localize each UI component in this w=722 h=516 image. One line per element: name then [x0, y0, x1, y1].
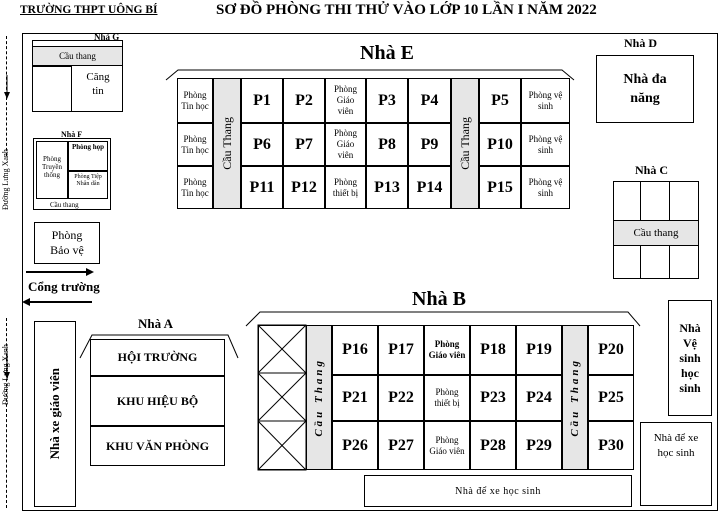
canteen-label: Căng tin [86, 71, 110, 97]
building-e-stairs-left: Cầu Thang [213, 78, 241, 209]
exam-room: P25 [588, 375, 634, 421]
exam-room: P15 [479, 166, 521, 209]
multipurpose-hall: Nhà đa năng [596, 55, 694, 123]
exam-room: P29 [516, 421, 562, 470]
exam-room: P28 [470, 421, 516, 470]
building-c-label: Nhà C [635, 163, 669, 177]
facility-room: Phòng Tin học [177, 166, 213, 209]
building-e-label: Nhà E [360, 42, 414, 64]
exam-room: P26 [332, 421, 378, 470]
exam-room: P9 [408, 123, 451, 166]
exam-room: P13 [366, 166, 408, 209]
exam-room: P1 [241, 78, 283, 123]
stairs-label: Cầu Thang [219, 117, 234, 170]
room-comm [36, 141, 68, 199]
teacher-parking: Nhà xe giáo viên [34, 321, 76, 507]
facility-room: Phòng Giáo viên [325, 123, 366, 166]
facility-room: Phòng thiết bị [325, 166, 366, 209]
building-d-label: Nhà D [624, 36, 658, 50]
building-f-stairs: Cầu thang [50, 201, 79, 209]
student-parking-right: Nhà để xe học sinh [640, 422, 712, 506]
exam-room: P4 [408, 78, 451, 123]
student-parking-bottom: Nhà để xe học sinh [364, 475, 632, 507]
school-name: TRƯỜNG THPT UÔNG BÍ [20, 4, 158, 16]
facility-room: Phòng vệ sinh [521, 123, 570, 166]
facility-room: Phòng Tin học [177, 123, 213, 166]
exam-room: P12 [283, 166, 325, 209]
facility-room: Phòng vệ sinh [521, 78, 570, 123]
building-b-stairs-right: Cầu Thang [562, 325, 588, 470]
admin-office: KHU VĂN PHÒNG [90, 426, 225, 466]
exam-room: P2 [283, 78, 325, 123]
building-g-cell [32, 66, 72, 112]
page-title: SƠ ĐỒ PHÒNG THI THỬ VÀO LỚP 10 LẦN I NĂM… [216, 2, 597, 18]
room-meeting-label: Phòng họp [71, 143, 105, 151]
facility-room: Phòng Giáo viên [325, 78, 366, 123]
exam-room: P24 [516, 375, 562, 421]
storage-crossed [257, 324, 307, 471]
exam-room: P22 [378, 375, 424, 421]
exam-room: P17 [378, 325, 424, 375]
room-small [68, 171, 108, 199]
building-g-stairs: Cầu thang [32, 46, 123, 66]
exam-room: P5 [479, 78, 521, 123]
exam-room: P20 [588, 325, 634, 375]
building-b-label: Nhà B [412, 288, 466, 310]
building-g-label: Nhà G [94, 32, 120, 42]
principal-office: KHU HIỆU BỘ [90, 376, 225, 426]
student-wc: Nhà Vệ sinh học sinh [668, 300, 712, 416]
exam-room: P7 [283, 123, 325, 166]
exam-room: P30 [588, 421, 634, 470]
stairs-label: Cầu Thang [569, 358, 581, 437]
exam-room: P21 [332, 375, 378, 421]
exam-room: P3 [366, 78, 408, 123]
room-comm-label: Phòng Truyền thống [42, 155, 62, 179]
exam-room: P27 [378, 421, 424, 470]
exam-room: P11 [241, 166, 283, 209]
road-line [6, 318, 7, 508]
exam-room: P10 [479, 123, 521, 166]
building-f-label: Nhà F [61, 130, 83, 139]
stairs-label: Cầu Thang [457, 117, 472, 170]
assembly-hall: HỘI TRƯỜNG [90, 339, 225, 376]
facility-room: Phòng thiết bị [424, 375, 470, 421]
exam-room: P6 [241, 123, 283, 166]
building-c-stairs: Cầu thang [613, 220, 699, 246]
exam-room: P19 [516, 325, 562, 375]
facility-room: Phòng Giáo viên [424, 421, 470, 470]
guard-room: Phòng Bảo vệ [34, 222, 100, 264]
exam-room: P8 [366, 123, 408, 166]
campus-border [22, 33, 718, 511]
exam-room: P23 [470, 375, 516, 421]
facility-room: Phòng Tin học [177, 78, 213, 123]
room-small-label: Phòng Tiệp Nhân dân [74, 174, 102, 187]
facility-room: Phòng vệ sinh [521, 166, 570, 209]
exam-room: P14 [408, 166, 451, 209]
facility-room: Phòng Giáo viên [424, 325, 470, 375]
exam-room: P18 [470, 325, 516, 375]
gate-label: Cổng trường [28, 279, 100, 294]
exam-room: P16 [332, 325, 378, 375]
teacher-parking-label: Nhà xe giáo viên [47, 368, 62, 460]
stairs-label: Cầu Thang [313, 358, 325, 437]
room-meeting [68, 141, 108, 171]
building-e-stairs-right: Cầu Thang [451, 78, 479, 209]
building-a-label: Nhà A [138, 316, 174, 331]
building-b-stairs-left: Cầu Thang [306, 325, 332, 470]
